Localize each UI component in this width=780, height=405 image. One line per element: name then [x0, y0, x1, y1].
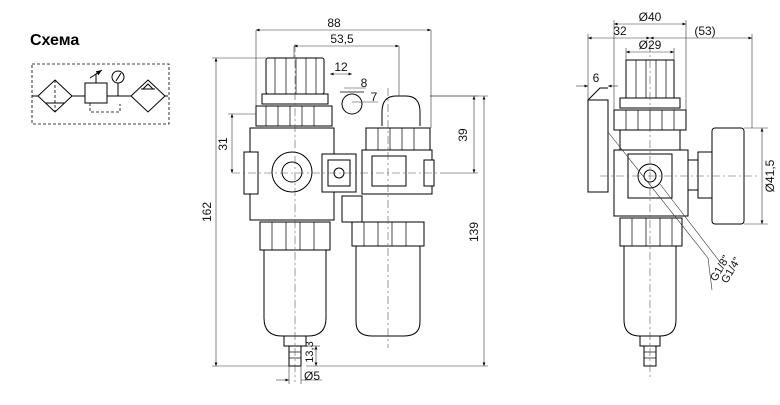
dim-8: 8 — [361, 76, 368, 90]
regulator-symbol — [84, 82, 108, 104]
dim-diameter-40: Ø40 — [639, 10, 662, 24]
dim-regulator-to-lubricator: 53,5 — [330, 32, 354, 46]
dim-lubricator-height: 139 — [467, 222, 481, 242]
dim-7: 7 — [371, 90, 378, 104]
scheme-frame — [31, 63, 170, 125]
side-view: Ø40 32 (53) Ø29 6 Ø41,5 — [576, 10, 777, 380]
dim-overall-height: 162 — [200, 202, 214, 222]
dim-39: 39 — [456, 128, 470, 142]
dim-31: 31 — [216, 137, 230, 151]
dim-drain-length: 13,3 — [304, 341, 316, 362]
dim-6: 6 — [593, 71, 600, 85]
dim-12: 12 — [334, 60, 348, 74]
scheme-title: Схема — [30, 32, 80, 49]
lubricator-symbol — [130, 79, 166, 113]
front-view: 88 53,5 12 8 7 31 39 — [200, 16, 488, 384]
dim-overall-width: 88 — [327, 16, 341, 30]
dim-53: (53) — [694, 24, 715, 38]
pneumatic-scheme-symbol — [31, 63, 170, 125]
dim-drain-diameter: Ø5 — [304, 369, 320, 383]
dim-diameter-29: Ø29 — [639, 38, 662, 52]
dim-32: 32 — [613, 24, 627, 38]
dim-gauge-diameter: Ø41,5 — [763, 159, 777, 192]
